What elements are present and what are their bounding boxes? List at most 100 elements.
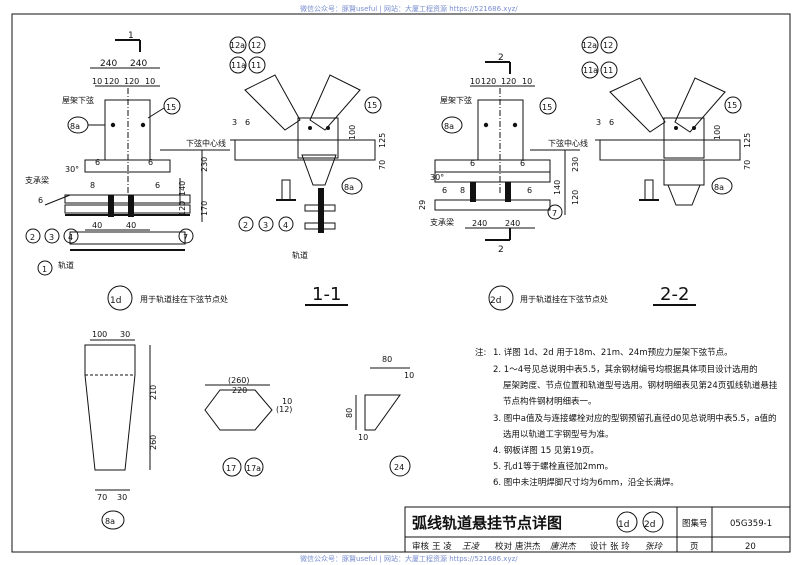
dim-125-s1: 125 <box>378 133 387 148</box>
dim-10-a-2d: 10 <box>470 77 480 86</box>
sheet-border <box>11 13 791 553</box>
section-mark-2-bottom: 2 <box>498 245 504 255</box>
notes-heading: 注: <box>475 347 486 358</box>
callout-15-s2: 15 <box>727 101 737 110</box>
dim-40-a-1d: 40 <box>92 221 102 230</box>
note-line-8: 5. 孔d1等于螺栓直径加2mm。 <box>493 461 613 472</box>
detail-2d-label: 2d <box>490 296 501 306</box>
weld-6-a-1d: 6 <box>95 158 100 167</box>
dim-120-1d: 120 <box>178 201 187 216</box>
section-1-1: 12a 12 11a 11 15 100 125 70 3 6 8a 2 3 4… <box>229 36 387 306</box>
dim-230-2d: 230 <box>571 157 580 172</box>
checker-signature: 唐洪杰 <box>550 541 577 552</box>
dim-10-b-2d: 10 <box>522 77 532 86</box>
part-8a: 100 30 210 260 70 30 8a <box>84 330 158 530</box>
dim-220-17: 220 <box>232 386 247 395</box>
weld-6-s1: 6 <box>245 118 250 127</box>
detail-1d-caption: 用于轨道挂在下弦节点处 <box>140 294 228 304</box>
dim-230-1d: 230 <box>200 157 209 172</box>
detail-2d-caption: 用于轨道挂在下弦节点处 <box>520 294 608 304</box>
dim-240-a-2d: 240 <box>472 219 487 228</box>
callout-11-s2: 11 <box>603 66 613 75</box>
callout-3-s1: 3 <box>263 221 268 230</box>
drawing-title: 弧线轨道悬挂节点详图 <box>412 514 562 532</box>
note-line-4: 节点构件钢材明细表一。 <box>503 396 597 407</box>
callout-12-s2: 12 <box>603 41 613 50</box>
watermark-top: 微信公众号：豚賢useful | 网站：大厦工程资源 https://52168… <box>300 4 518 13</box>
label-rail-1d: 轨道 <box>58 260 74 270</box>
dim-10-24-top: 10 <box>404 371 414 380</box>
callout-2-s1: 2 <box>243 221 248 230</box>
callout-3-1d: 3 <box>49 233 54 242</box>
detail-1d-label: 1d <box>110 296 121 306</box>
dim-10-b: 10 <box>145 77 155 86</box>
dim-140-1d: 140 <box>178 181 187 196</box>
detail-2d: 2 10 120 120 10 屋架下弦 15 8a 下弦中心线 6 6 6 8… <box>418 53 608 311</box>
title-circle-2d: 2d <box>644 520 655 530</box>
dim-125-s2: 125 <box>743 133 752 148</box>
notes: 注: 1. 详图 1d、2d 用于18m、21m、24m预应力屋架下弦节点。 2… <box>475 347 778 488</box>
section-2-2-title: 2-2 <box>660 284 689 305</box>
callout-12a-s2: 12a <box>582 41 597 50</box>
reviewer-name: 王 凌 <box>432 541 452 552</box>
atlas-number: 05G359-1 <box>730 519 772 529</box>
weld-8-2d: 8 <box>460 186 465 195</box>
weld-8-1d: 8 <box>90 181 95 190</box>
watermark-bottom: 微信公众号：豚賢useful | 网站：大厦工程资源 https://52168… <box>300 554 518 563</box>
weld-6-d-2d: 6 <box>527 186 532 195</box>
dim-240-a: 240 <box>100 59 117 69</box>
part-17a-label: 17a <box>246 464 261 473</box>
design-label: 设计 <box>590 541 608 552</box>
section-1-1-title: 1-1 <box>312 284 341 305</box>
dim-70-s1: 70 <box>378 160 387 170</box>
note-line-3: 屋架跨度、节点位置和轨道型号选用。钢材明细表见第24页弧线轨道悬挂 <box>503 380 778 391</box>
callout-11-s1: 11 <box>251 61 261 70</box>
section-2-2: 12a 12 11a 11 15 100 125 70 3 6 8a 2-2 <box>581 36 752 306</box>
dim-260-8a: 260 <box>149 435 158 450</box>
page-number: 20 <box>745 542 756 552</box>
callout-11a-s2: 11a <box>583 66 598 75</box>
callout-12-s1: 12 <box>251 41 261 50</box>
weld-3-s2: 3 <box>596 118 601 127</box>
dim-240-b-2d: 240 <box>505 219 520 228</box>
check-label: 校对 <box>495 541 513 552</box>
dim-120-2d: 120 <box>571 190 580 205</box>
callout-2-1d: 2 <box>30 233 35 242</box>
weld-6-b-2d: 6 <box>520 159 525 168</box>
dim-120-b-2d: 120 <box>501 77 516 86</box>
page-label: 页 <box>690 542 699 552</box>
dim-12-17: (12) <box>276 405 292 414</box>
dim-70-8a: 70 <box>97 493 107 502</box>
label-support-beam-2d: 支承梁 <box>430 217 454 227</box>
note-line-9: 6. 图中未注明焊脚尺寸均为6mm，沿全长满焊。 <box>493 477 679 488</box>
dim-120-a-2d: 120 <box>481 77 496 86</box>
dim-40-b-1d: 40 <box>126 221 136 230</box>
part-17-label: 17 <box>226 464 236 473</box>
dim-70-s2: 70 <box>743 160 752 170</box>
dim-29-2d: 29 <box>418 200 427 210</box>
weld-6-c-2d: 6 <box>442 186 447 195</box>
dim-170-1d: 170 <box>200 201 209 216</box>
label-centerline-1d: 下弦中心线 <box>186 138 226 148</box>
weld-6-b-1d: 6 <box>148 158 153 167</box>
callout-8a-1d: 8a <box>70 122 80 131</box>
dim-10-24-bottom: 10 <box>358 433 368 442</box>
reviewer-signature: 王凌 <box>462 541 481 552</box>
callout-15-s1: 15 <box>367 101 377 110</box>
weld-3-s1: 3 <box>232 118 237 127</box>
callout-8a-s2: 8a <box>714 183 724 192</box>
weld-6-s2: 6 <box>609 118 614 127</box>
dim-100-8a: 100 <box>92 330 107 339</box>
part-17: (260) 220 10 (12) 17 17a <box>204 376 292 477</box>
label-truss-1d: 屋架下弦 <box>62 95 94 105</box>
dim-260-17: (260) <box>228 376 250 385</box>
dim-120-a: 120 <box>104 77 119 86</box>
weld-6-d-1d: 6 <box>155 181 160 190</box>
dim-30-8a-top: 30 <box>120 330 130 339</box>
callout-4-s1: 4 <box>283 221 288 230</box>
weld-angle-1d: 30° <box>65 165 79 174</box>
dim-80-24-side: 80 <box>345 408 354 418</box>
detail-1d: 1 240 240 10 120 120 10 屋架下弦 下弦中心线 15 8a… <box>25 31 230 311</box>
label-rail-s1: 轨道 <box>292 250 308 260</box>
